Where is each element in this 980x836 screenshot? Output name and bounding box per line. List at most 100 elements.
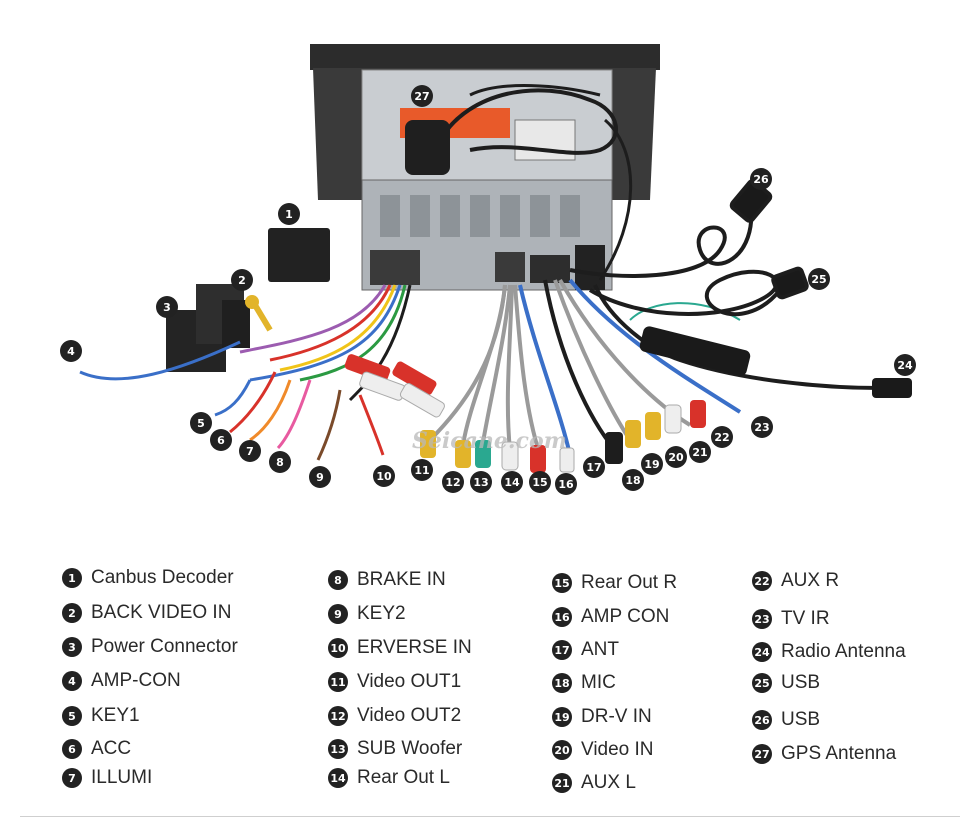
legend-item-10: 10 ERVERSE IN — [328, 636, 472, 660]
svg-text:25: 25 — [811, 273, 826, 286]
callout-2: 2 — [231, 269, 253, 291]
legend-label: ERVERSE IN — [357, 637, 472, 658]
legend-label: Video OUT2 — [357, 705, 462, 726]
canbus-decoder — [268, 228, 330, 282]
legend-number-badge: 6 — [62, 739, 82, 759]
callout-8: 8 — [269, 451, 291, 473]
legend-item-5: 5 KEY1 — [62, 704, 140, 728]
svg-text:1: 1 — [285, 208, 293, 221]
legend-label: AUX L — [581, 772, 636, 793]
callout-15: 15 — [529, 471, 551, 493]
head-unit — [310, 44, 660, 291]
legend-item-24: 24 Radio Antenna — [752, 640, 906, 664]
legend-label: AMP-CON — [91, 670, 181, 691]
wiring-diagram: Seicane.com 1 2 3 4 5 6 7 8 9 10 11 12 1… — [60, 44, 916, 495]
legend-label: SUB Woofer — [357, 738, 463, 759]
rca-plugs — [344, 354, 706, 473]
callout-badges: 1 2 3 4 5 6 7 8 9 10 11 12 13 14 15 16 1… — [60, 85, 916, 495]
svg-text:14: 14 — [504, 476, 520, 489]
svg-text:10: 10 — [376, 470, 392, 483]
callout-1: 1 — [278, 203, 300, 225]
svg-text:9: 9 — [316, 471, 324, 484]
legend-label: USB — [781, 672, 821, 693]
gps-antenna — [405, 84, 633, 281]
svg-text:6: 6 — [217, 434, 225, 447]
svg-text:15: 15 — [532, 476, 547, 489]
legend-item-15: 15 Rear Out R — [552, 571, 677, 595]
svg-text:8: 8 — [276, 456, 284, 469]
svg-text:21: 21 — [692, 446, 707, 459]
legend-label: AUX R — [781, 570, 840, 591]
legend-number-badge: 15 — [552, 573, 572, 593]
legend-number-badge: 14 — [328, 768, 348, 788]
legend-item-23: 23 TV IR — [752, 607, 830, 631]
callout-9: 9 — [309, 466, 331, 488]
watermark-text: Seicane.com — [412, 428, 567, 454]
legend-item-19: 19 DR-V IN — [552, 705, 652, 729]
callout-4: 4 — [60, 340, 82, 362]
svg-text:23: 23 — [754, 421, 769, 434]
legend-label: ACC — [91, 738, 132, 759]
legend-number-badge: 11 — [328, 672, 348, 692]
callout-24: 24 — [894, 354, 916, 376]
legend-number-badge: 10 — [328, 638, 348, 658]
legend-number-badge: 3 — [62, 637, 82, 657]
legend-number-badge: 27 — [752, 744, 772, 764]
svg-text:16: 16 — [558, 478, 574, 491]
legend-label: KEY2 — [357, 603, 406, 624]
callout-14: 14 — [501, 471, 523, 493]
bottom-divider — [20, 816, 960, 817]
legend-number-badge: 23 — [752, 609, 772, 629]
legend-label: KEY1 — [91, 705, 140, 726]
callout-18: 18 — [622, 469, 644, 491]
legend-label: Rear Out R — [581, 572, 678, 593]
svg-text:5: 5 — [197, 417, 205, 430]
callout-3: 3 — [156, 296, 178, 318]
legend-label: BRAKE IN — [357, 569, 446, 590]
svg-text:11: 11 — [414, 464, 429, 477]
svg-text:20: 20 — [668, 451, 684, 464]
legend-label: DR-V IN — [581, 706, 652, 727]
callout-12: 12 — [442, 471, 464, 493]
legend-label: USB — [781, 709, 821, 730]
svg-text:2: 2 — [238, 274, 246, 287]
callout-11: 11 — [411, 459, 433, 481]
legend-number-badge: 20 — [552, 740, 572, 760]
rca-bundle — [428, 278, 742, 456]
legend-number-badge: 5 — [62, 706, 82, 726]
callout-5: 5 — [190, 412, 212, 434]
svg-text:7: 7 — [246, 445, 254, 458]
legend-item-6: 6 ACC — [62, 737, 131, 761]
svg-text:12: 12 — [445, 476, 460, 489]
legend-label: AMP CON — [581, 606, 670, 627]
legend-number-badge: 19 — [552, 707, 572, 727]
legend-number-badge: 2 — [62, 603, 82, 623]
callout-26: 26 — [750, 168, 772, 190]
legend-number-badge: 9 — [328, 604, 348, 624]
svg-text:27: 27 — [414, 90, 429, 103]
back-video-rca — [245, 295, 273, 332]
legend-number-badge: 7 — [62, 768, 82, 788]
legend-label: ANT — [581, 639, 619, 660]
legend-label: Radio Antenna — [781, 641, 906, 662]
legend-number-badge: 24 — [752, 642, 772, 662]
legend-item-9: 9 KEY2 — [328, 602, 406, 626]
svg-text:18: 18 — [625, 474, 640, 487]
legend-number-badge: 13 — [328, 739, 348, 759]
callout-13: 13 — [470, 471, 492, 493]
legend-label: TV IR — [781, 608, 830, 629]
callout-16: 16 — [555, 473, 577, 495]
legend-label: Video IN — [581, 739, 654, 760]
